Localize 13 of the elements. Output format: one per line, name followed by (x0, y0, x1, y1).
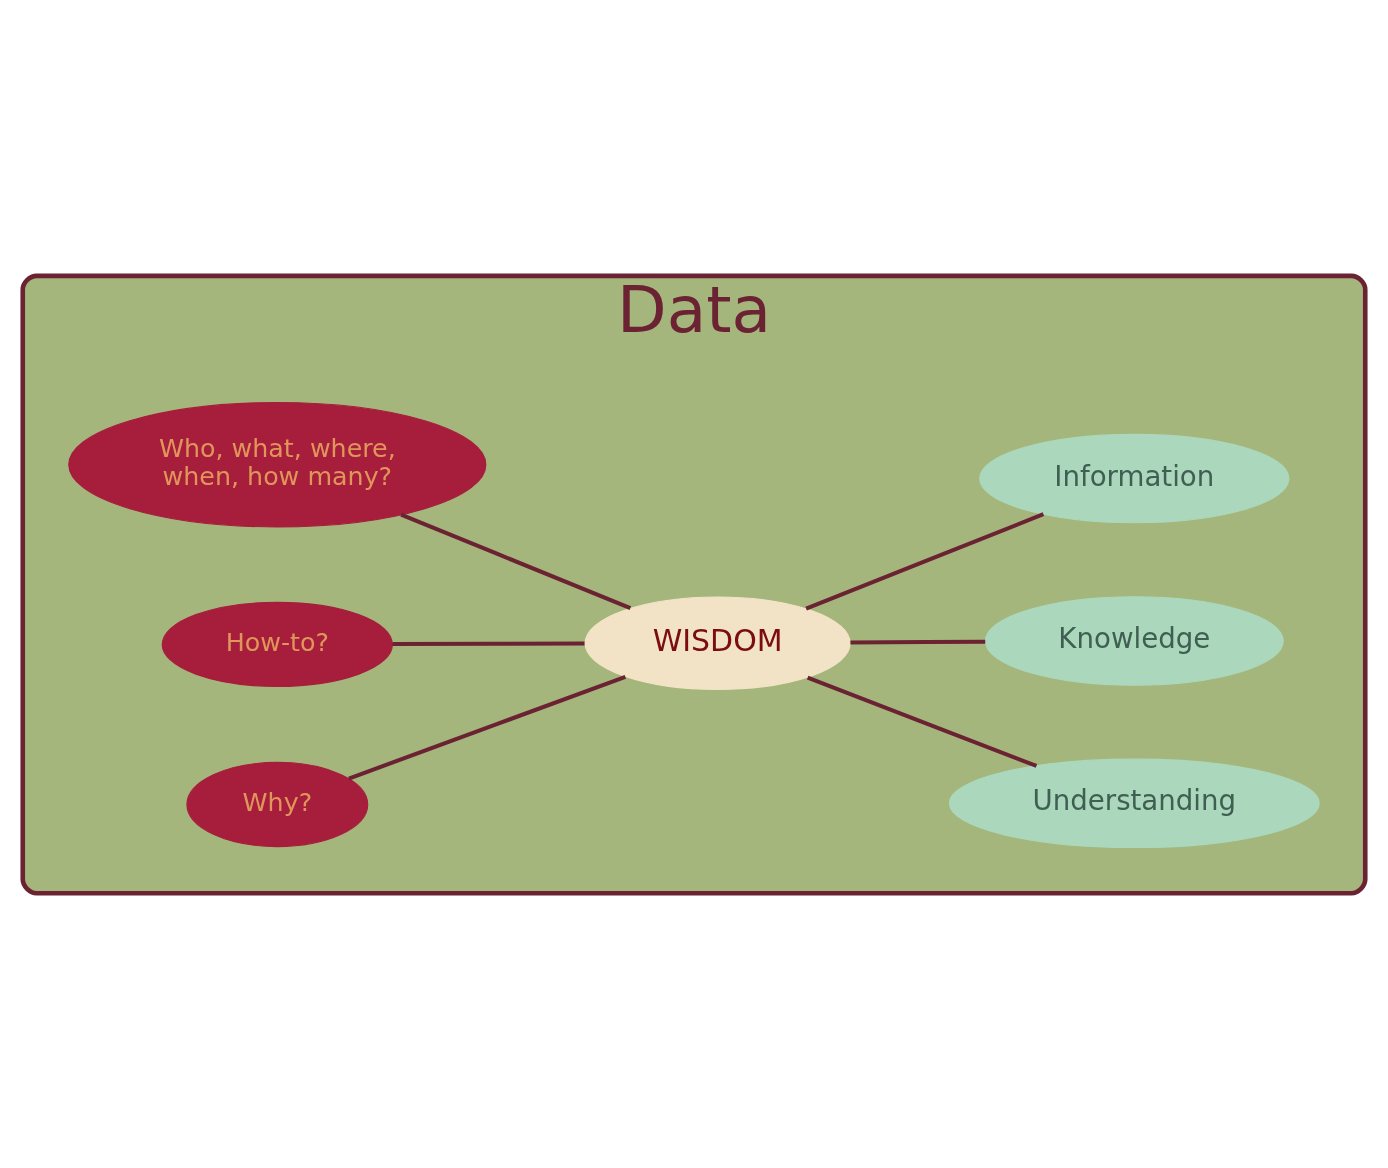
connector (806, 675, 1038, 768)
node-ellipse: WISDOM (584, 595, 851, 690)
connector (392, 641, 585, 646)
node-ellipse: Knowledge (984, 595, 1284, 686)
node-ellipse: Understanding (948, 758, 1320, 848)
connector (805, 511, 1045, 610)
node-ellipse: Why? (186, 761, 369, 847)
connector (348, 674, 627, 780)
connector (850, 639, 986, 644)
node-ellipse: How-to? (161, 601, 393, 687)
node-ellipse: Who, what, where, when, how many? (68, 401, 487, 527)
connector (400, 512, 632, 610)
node-ellipse: Information (979, 433, 1290, 523)
